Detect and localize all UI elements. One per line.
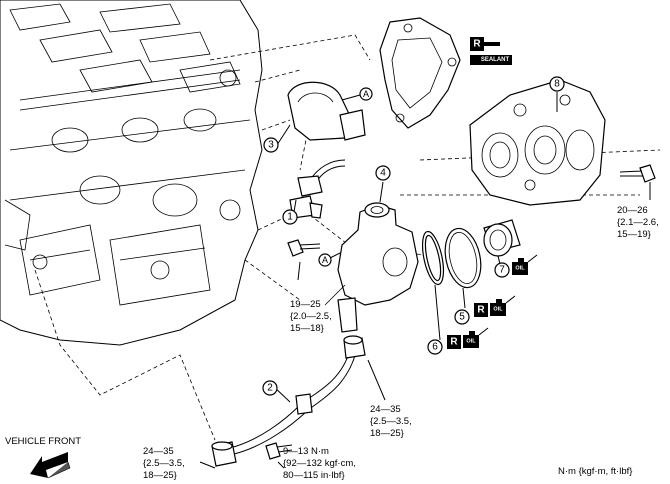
- svg-text:R: R: [450, 337, 458, 348]
- callout-6: 6: [427, 339, 443, 355]
- torque-spec-pipe-lower: 24—35 {2.5—3.5, 18—25}: [143, 446, 185, 481]
- oil-badge-part-5: OIL: [490, 295, 516, 316]
- svg-text:OIL: OIL: [493, 307, 503, 313]
- svg-text:2: 2: [267, 383, 273, 394]
- bolt-housing: [619, 164, 656, 183]
- svg-text:4: 4: [380, 168, 386, 179]
- torque-spec-housing-bolt: 20—26 {2.1—2.6, 15—19}: [617, 205, 659, 240]
- svg-text:3: 3: [268, 140, 274, 151]
- svg-text:18—25}: 18—25}: [370, 428, 404, 439]
- svg-text:R: R: [473, 39, 481, 50]
- svg-text:{2.1—2.6,: {2.1—2.6,: [617, 217, 659, 228]
- part-8-housing: [469, 79, 606, 206]
- callout-4: 4: [375, 165, 391, 181]
- svg-text:5: 5: [459, 312, 465, 323]
- gasket: [379, 17, 461, 129]
- callout-2: 2: [262, 380, 278, 396]
- replace-badge-part-5: R: [474, 303, 488, 317]
- svg-text:{2.5—3.5,: {2.5—3.5,: [370, 416, 412, 427]
- svg-text:A: A: [363, 89, 369, 99]
- callout-8: 8: [549, 76, 565, 92]
- torque-spec-pipe-bolt: 9—13 N·m {92—132 kgf·cm, 80—115 in·lbf}: [283, 446, 356, 481]
- bolt-thermostat: [287, 239, 321, 257]
- part-1-connector: [289, 159, 346, 219]
- replace-badge-part-6: R: [447, 335, 461, 349]
- svg-text:OIL: OIL: [515, 266, 525, 272]
- svg-text:{2.0—2.5,: {2.0—2.5,: [290, 311, 332, 322]
- part-3-cover: [287, 81, 366, 141]
- svg-text:80—115 in·lbf}: 80—115 in·lbf}: [283, 470, 345, 481]
- torque-spec-thermostat-bolt: 19—25 {2.0—2.5, 15—18}: [290, 299, 332, 334]
- svg-text:7: 7: [499, 265, 505, 276]
- leader-lines: [199, 92, 651, 469]
- oil-badge-part-6: OIL: [463, 327, 489, 348]
- reference-a-top: A: [359, 87, 373, 101]
- vehicle-front-label: VEHICLE FRONT: [5, 436, 81, 447]
- replace-badge-gasket: R: [470, 37, 500, 51]
- svg-text:18—25}: 18—25}: [143, 470, 177, 481]
- svg-text:24—35: 24—35: [143, 446, 174, 457]
- part-4-thermostat-housing: [324, 202, 419, 333]
- svg-text:15—19}: 15—19}: [617, 229, 651, 240]
- oil-badge-part-7: OIL: [512, 254, 538, 275]
- svg-text:15—18}: 15—18}: [290, 323, 324, 334]
- engine-block-illustration: [0, 0, 263, 346]
- svg-text:6: 6: [432, 342, 438, 353]
- units-note: N·m {kgf·m, ft·lbf}: [558, 466, 632, 477]
- svg-text:24—35: 24—35: [370, 404, 401, 415]
- svg-text:9—13 N·m: 9—13 N·m: [283, 446, 329, 457]
- part-2-water-pipe: [211, 335, 366, 467]
- bolt-pipe: [265, 442, 293, 460]
- svg-text:OIL: OIL: [466, 339, 476, 345]
- sealant-badge: SEALANT: [470, 55, 512, 65]
- svg-text:1: 1: [287, 212, 293, 223]
- svg-text:A: A: [322, 255, 328, 265]
- svg-text:20—26: 20—26: [617, 205, 648, 216]
- svg-text:{2.5—3.5,: {2.5—3.5,: [143, 458, 185, 469]
- svg-text:R: R: [477, 305, 485, 316]
- callout-1: 1: [282, 209, 298, 225]
- callout-5: 5: [454, 309, 470, 325]
- reference-a-mid: A: [318, 253, 332, 267]
- svg-text:SEALANT: SEALANT: [481, 57, 510, 63]
- seal-rings: [421, 219, 521, 289]
- torque-spec-pipe-upper: 24—35 {2.5—3.5, 18—25}: [370, 404, 412, 439]
- svg-text:8: 8: [554, 79, 560, 90]
- svg-text:{92—132 kgf·cm,: {92—132 kgf·cm,: [283, 458, 356, 469]
- callout-3: 3: [263, 137, 279, 153]
- callout-7: 7: [494, 262, 510, 278]
- vehicle-front-arrow-icon: [30, 452, 71, 479]
- svg-text:19—25: 19—25: [290, 299, 321, 310]
